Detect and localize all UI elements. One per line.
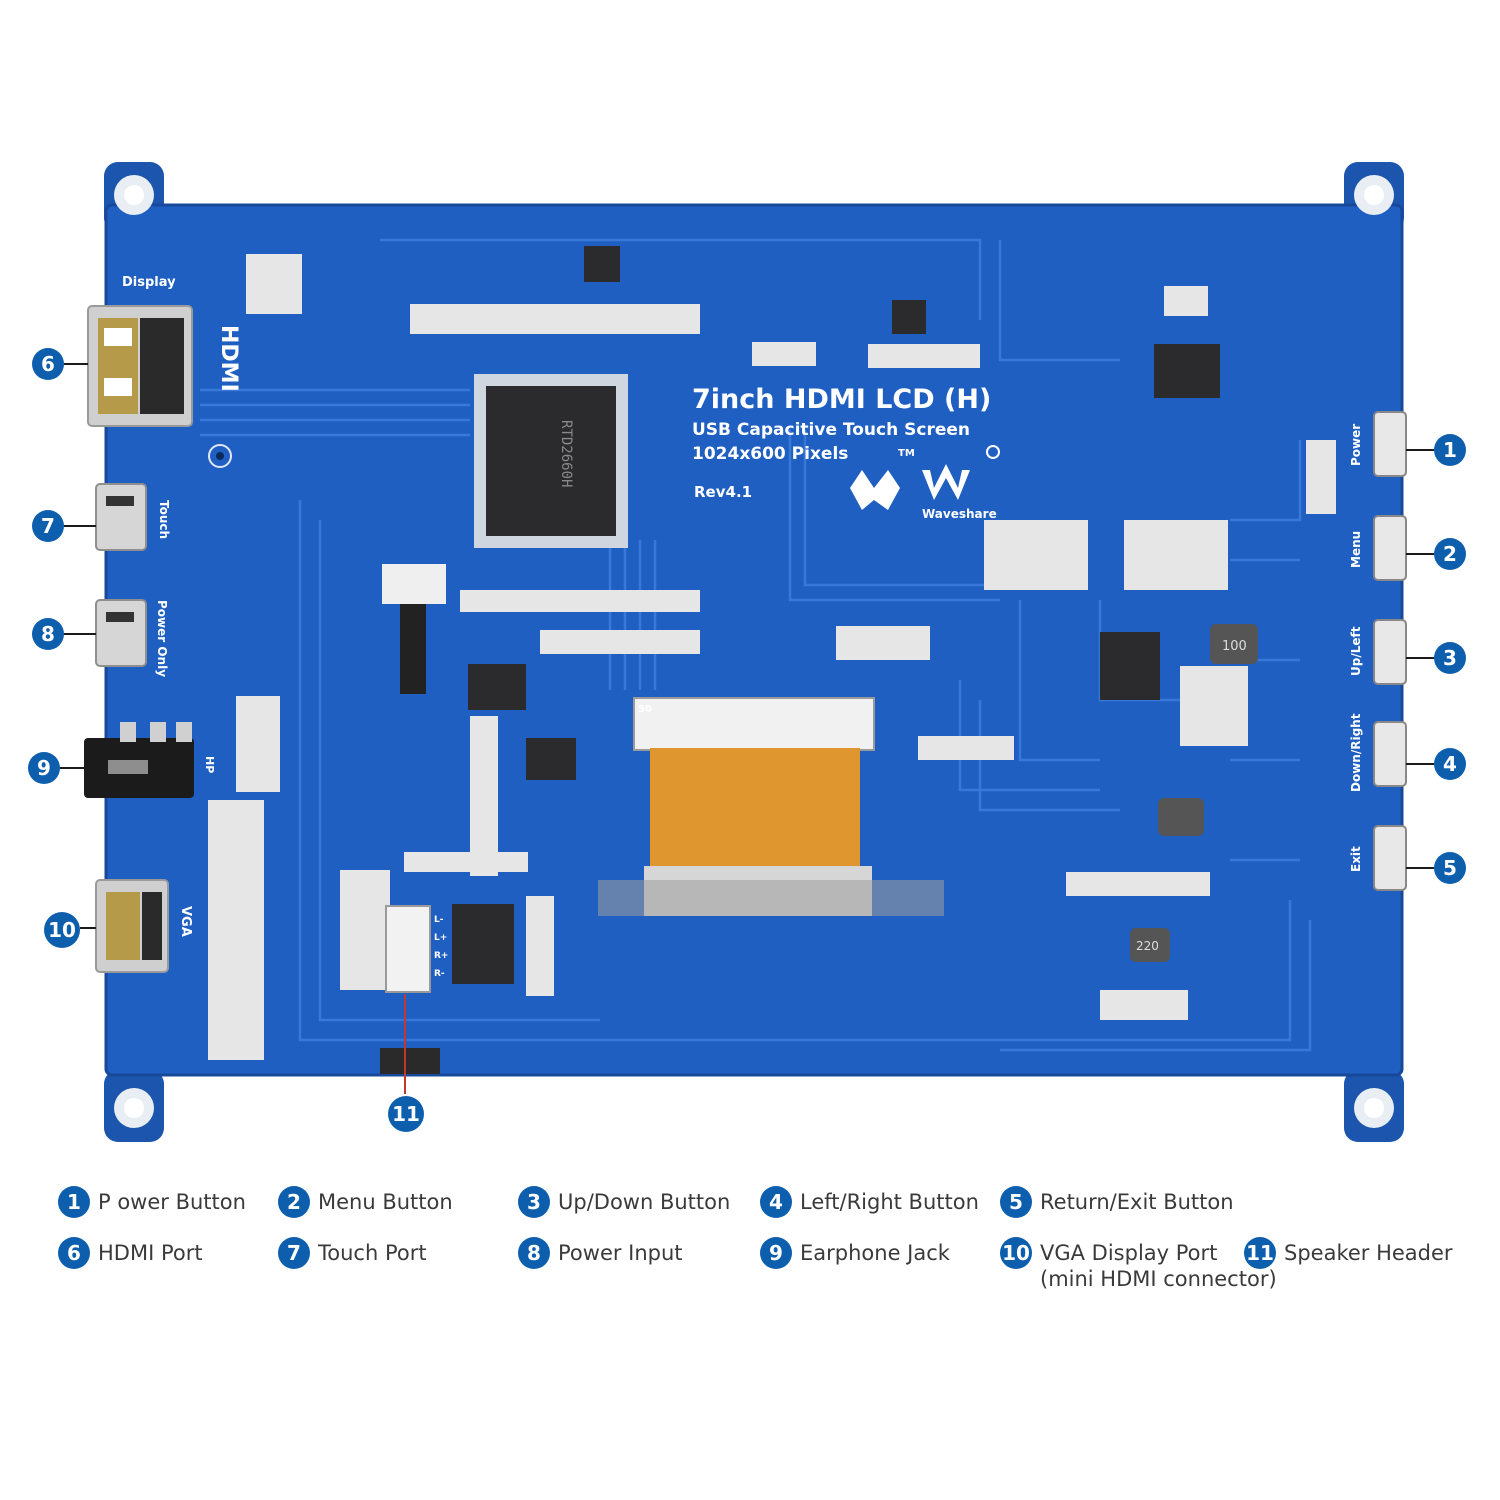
silk-power: Power — [1349, 424, 1363, 466]
brand-name: Waveshare — [922, 507, 997, 521]
silk-spk-l-plus: L+ — [434, 933, 447, 943]
earphone-jack: HP — [84, 722, 216, 798]
legend-label-2: Menu Button — [318, 1190, 453, 1214]
legend-label-1: P ower Button — [98, 1190, 246, 1214]
legend-label-6: HDMI Port — [98, 1241, 203, 1265]
callout-6: 6 — [32, 348, 64, 380]
legend-label-7: Touch Port — [318, 1241, 427, 1265]
legend-num-6: 6 — [58, 1237, 90, 1269]
legend-item-2: 2 Menu Button — [278, 1186, 453, 1218]
silk-spk-r-minus: R- — [434, 969, 445, 979]
callout-1: 1 — [1434, 434, 1466, 466]
legend-item-4: 4 Left/Right Button — [760, 1186, 979, 1218]
legend-num-3: 3 — [518, 1186, 550, 1218]
legend-item-1: 1 P ower Button — [58, 1186, 246, 1218]
legend-item-9: 9 Earphone Jack — [760, 1237, 950, 1269]
legend-item-5: 5 Return/Exit Button — [1000, 1186, 1234, 1218]
legend-num-8: 8 — [518, 1237, 550, 1269]
legend-num-5: 5 — [1000, 1186, 1032, 1218]
touch-usb-port: Touch — [95, 483, 171, 551]
mounting-holes — [114, 175, 1394, 1128]
legend-item-6: 6 HDMI Port — [58, 1237, 203, 1269]
trademark: TM — [898, 448, 915, 459]
speaker-header: L- L+ R+ R- — [380, 564, 448, 1074]
callout-3: 3 — [1434, 642, 1466, 674]
board-title: 7inch HDMI LCD (H) — [692, 384, 991, 415]
legend-sublabel-10: (mini HDMI connector) — [1040, 1267, 1277, 1291]
legend-num-10: 10 — [1000, 1237, 1032, 1269]
side-buttons: Power Menu Up/Left Down/Right Exit — [1349, 411, 1407, 891]
fpc-connector: 50 — [598, 697, 944, 916]
callout-11: 11 — [388, 1096, 424, 1132]
callout-4: 4 — [1434, 748, 1466, 780]
hdmi-port: Display HDMI — [87, 275, 241, 468]
waveshare-logo: Waveshare — [850, 445, 1000, 521]
legend-text-10: VGA Display Port (mini HDMI connector) — [1040, 1237, 1277, 1292]
board-subtitle: USB Capacitive Touch Screen — [692, 420, 970, 440]
legend-label-11: Speaker Header — [1284, 1241, 1453, 1265]
callout-7: 7 — [32, 510, 64, 542]
fpc-pin-label: 50 — [638, 704, 652, 715]
legend-label-5: Return/Exit Button — [1040, 1190, 1234, 1214]
legend-item-11: 11 Speaker Header — [1244, 1237, 1453, 1269]
silk-display: Display — [122, 275, 176, 290]
legend-num-1: 1 — [58, 1186, 90, 1218]
vga-mini-hdmi-port: VGA — [95, 879, 193, 973]
legend-item-3: 3 Up/Down Button — [518, 1186, 730, 1218]
legend-item-10: 10 VGA Display Port (mini HDMI connector… — [1000, 1237, 1277, 1292]
legend-label-3: Up/Down Button — [558, 1190, 731, 1214]
inductor-a-label: 100 — [1222, 639, 1247, 654]
silk-touch: Touch — [157, 500, 171, 539]
board-silkscreen-title: 7inch HDMI LCD (H) USB Capacitive Touch … — [692, 384, 991, 501]
silk-vga: VGA — [178, 906, 193, 937]
legend-item-8: 8 Power Input — [518, 1237, 683, 1269]
legend-label-9: Earphone Jack — [800, 1241, 950, 1265]
silk-down-right: Down/Right — [1349, 713, 1363, 792]
legend-label-4: Left/Right Button — [800, 1190, 979, 1214]
chip-marking: RTD2660H — [558, 420, 574, 487]
legend-num-9: 9 — [760, 1237, 792, 1269]
callout-10: 10 — [44, 912, 80, 948]
silk-power-only: Power Only — [155, 600, 169, 677]
silk-spk-r-plus: R+ — [434, 951, 448, 961]
legend-label-10: VGA Display Port — [1040, 1241, 1218, 1265]
silk-hdmi: HDMI — [216, 325, 241, 392]
silk-spk-l-minus: L- — [434, 915, 444, 925]
legend-label-8: Power Input — [558, 1241, 683, 1265]
inductors: 100 220 — [1130, 624, 1258, 962]
callout-2: 2 — [1434, 538, 1466, 570]
callout-leaders — [60, 363, 1434, 1094]
legend-num-11: 11 — [1244, 1237, 1276, 1269]
callout-5: 5 — [1434, 852, 1466, 884]
main-chip: RTD2660H — [474, 374, 628, 548]
legend-item-7: 7 Touch Port — [278, 1237, 427, 1269]
legend-num-4: 4 — [760, 1186, 792, 1218]
callout-8: 8 — [32, 618, 64, 650]
callout-9: 9 — [28, 752, 60, 784]
silk-exit: Exit — [1349, 846, 1363, 872]
power-usb-port: Power Only — [95, 599, 169, 677]
legend-num-2: 2 — [278, 1186, 310, 1218]
board-revision: Rev4.1 — [694, 483, 752, 501]
silk-hp: HP — [203, 756, 216, 773]
board-resolution: 1024x600 Pixels — [692, 444, 848, 464]
legend-num-7: 7 — [278, 1237, 310, 1269]
silk-menu: Menu — [1349, 531, 1363, 568]
silk-up-left: Up/Left — [1349, 626, 1363, 676]
smd-components — [208, 254, 1336, 1060]
inductor-b-label: 220 — [1136, 939, 1159, 953]
